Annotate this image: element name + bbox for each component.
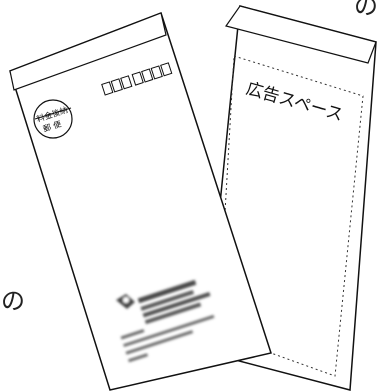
- postage-paid-stamp: 料金後納 郵 便: [33, 99, 73, 139]
- sender-line: [123, 314, 215, 348]
- postal-box: [131, 71, 144, 86]
- front-envelope-flap: [9, 12, 167, 91]
- postal-box: [101, 81, 114, 96]
- sender-line: [140, 290, 195, 311]
- sender-line: [125, 330, 194, 355]
- sender-line: [120, 329, 145, 340]
- sender-line: [144, 302, 202, 325]
- stamp-divider: [34, 107, 72, 120]
- postal-code-boxes: [101, 62, 173, 96]
- postal-box: [160, 62, 173, 77]
- postal-box: [120, 75, 133, 90]
- ad-space-frame: [217, 55, 364, 377]
- cropped-text-fragment-top: の: [354, 0, 378, 20]
- back-envelope-flap: [225, 5, 377, 64]
- sender-logo-hole: [123, 297, 129, 303]
- postal-box: [110, 78, 123, 93]
- sender-line: [137, 279, 197, 304]
- sender-line: [128, 353, 149, 363]
- front-envelope: 料金後納 郵 便: [9, 12, 272, 391]
- stamp-circle: [33, 99, 73, 139]
- postal-box: [150, 65, 163, 80]
- cropped-text-fragment-bottom: の: [1, 287, 25, 315]
- sender-line: [142, 292, 211, 318]
- sender-block-blurred: [116, 279, 215, 363]
- postal-box: [141, 68, 154, 83]
